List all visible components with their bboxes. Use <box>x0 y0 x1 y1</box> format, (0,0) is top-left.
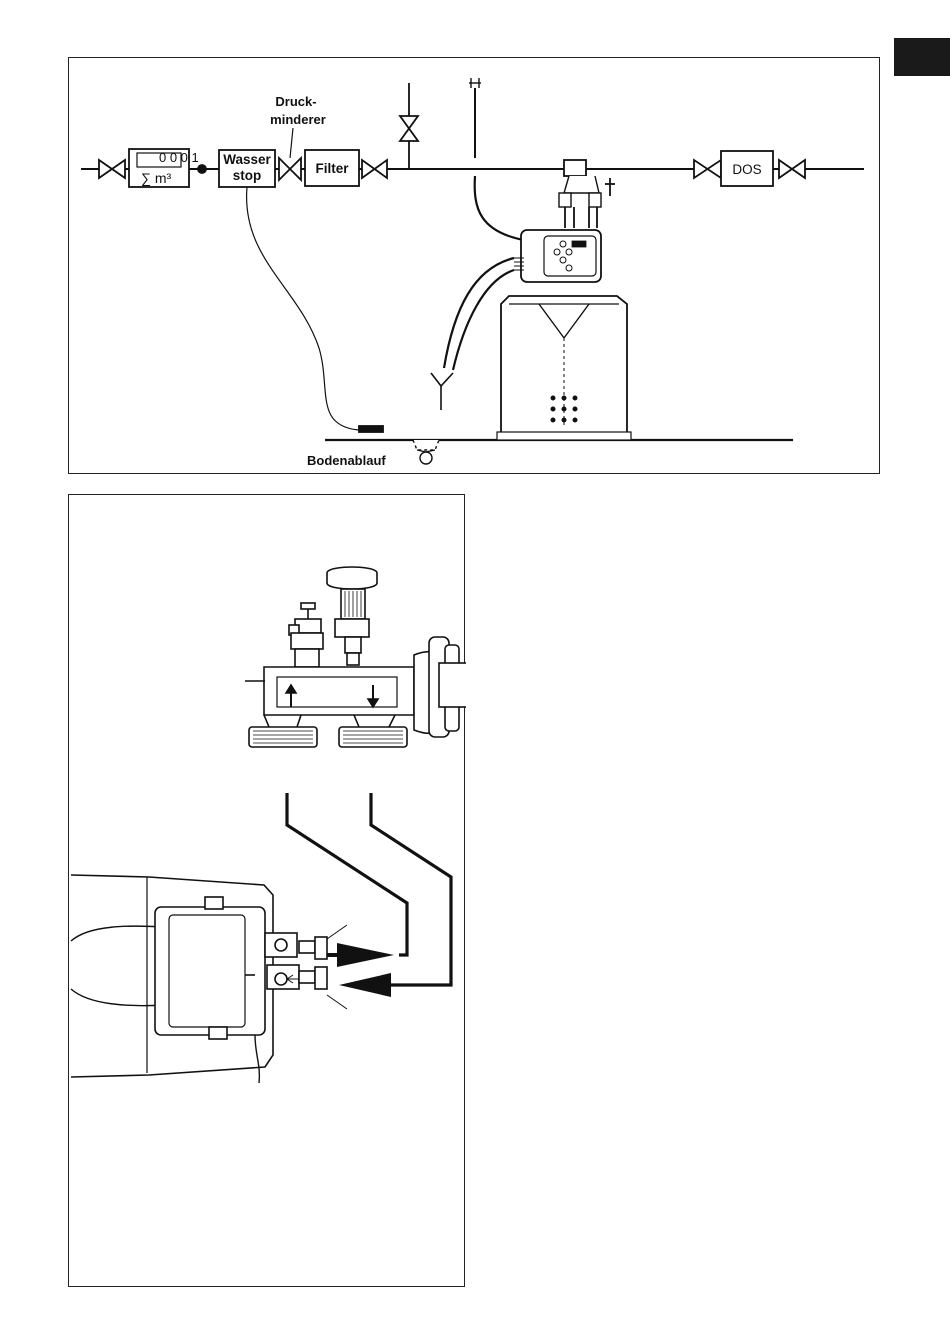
bypass-valve <box>559 160 615 228</box>
meter-digits: 0 0 0 1 <box>159 150 199 165</box>
shutoff-valve-dos-in <box>694 160 721 178</box>
pressure-reducer-label-1: Druck- <box>275 94 316 109</box>
floor-drain <box>413 440 439 464</box>
bypass-valve-assembly <box>245 567 466 747</box>
water-stop-sensor-cable <box>247 187 359 430</box>
pressure-reducer-valve <box>279 128 301 180</box>
softener-side-view <box>71 875 347 1083</box>
shutoff-valve-3 <box>362 160 387 178</box>
water-stop-label-1: Wasser <box>223 152 271 167</box>
installation-diagram-frame: 0 0 0 1 ∑ m³ Wasser stop Druck- minderer… <box>68 57 880 474</box>
meter-unit: ∑ m³ <box>141 170 172 186</box>
vertical-riser-valve <box>400 83 418 169</box>
floor-drain-label: Bodenablauf <box>307 453 386 468</box>
connection-detail-diagram <box>69 495 466 1288</box>
softener-control-head <box>514 230 601 282</box>
connection-detail-frame <box>68 494 465 1287</box>
page-tab-marker <box>894 38 950 76</box>
supply-tap <box>469 78 529 241</box>
dos-label: DOS <box>732 162 761 177</box>
junction-dot <box>198 165 206 173</box>
pressure-reducer-label-2: minderer <box>270 112 326 127</box>
water-stop-label-2: stop <box>233 168 262 183</box>
shutoff-valve-dos-out <box>779 160 805 178</box>
shutoff-valve-1 <box>99 160 125 178</box>
inlet-arrow <box>339 973 391 997</box>
filter-label: Filter <box>315 161 349 176</box>
installation-diagram: 0 0 0 1 ∑ m³ Wasser stop Druck- minderer… <box>69 58 881 475</box>
water-stop-sensor <box>359 426 383 432</box>
softener-cabinet <box>497 296 631 440</box>
